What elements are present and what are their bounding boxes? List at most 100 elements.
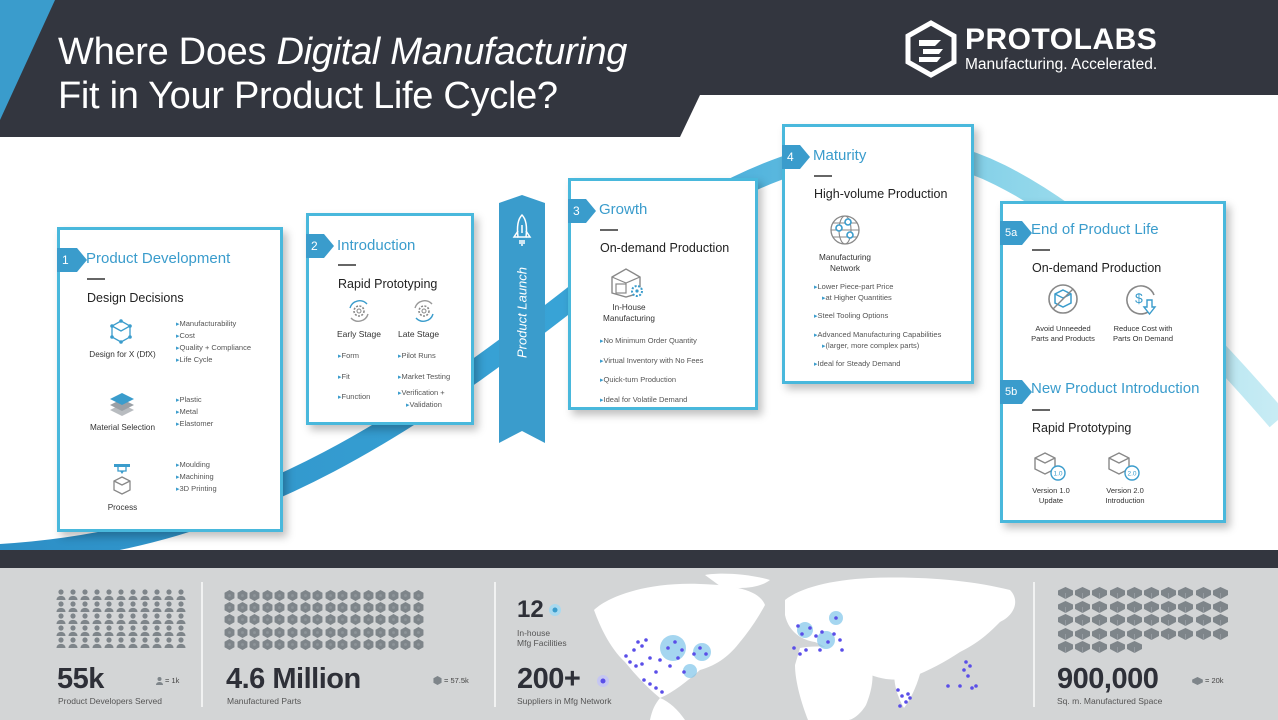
pictogram-icon (92, 587, 104, 600)
pictogram-icon (152, 599, 164, 612)
stage-title: Product Development (86, 250, 231, 267)
pictogram-icon (104, 635, 116, 648)
item-label: Update (1038, 496, 1064, 505)
bullet-list: Moulding Machining 3D Printing (176, 459, 217, 495)
pictogram-icon (80, 587, 92, 600)
pictogram-icon (249, 625, 262, 638)
stage-number-badge: 3 (568, 199, 596, 223)
pictogram-icon (388, 625, 401, 638)
supplier-marker-icon (597, 675, 609, 687)
pictogram-icon (1212, 627, 1230, 641)
cube-nodes-icon (110, 319, 132, 344)
pictogram-icon (300, 600, 313, 614)
pictogram-icon (68, 599, 80, 612)
pictogram-icon (140, 611, 152, 624)
pictogram-icon (287, 637, 300, 650)
pictogram-icon (1075, 613, 1092, 627)
divider (1032, 409, 1050, 411)
pictogram-icon (1058, 586, 1075, 600)
pictogram-icon (128, 623, 140, 636)
developers-pictogram-grid (56, 587, 188, 648)
stage-card-introduction: 2 Introduction Rapid Prototyping Early S… (306, 213, 474, 425)
pictogram-icon (1143, 613, 1161, 627)
pictogram-icon (164, 587, 176, 600)
pictogram-icon (262, 612, 275, 626)
pictogram-icon (1161, 627, 1178, 641)
icon-label: In-House (612, 303, 646, 312)
pictogram-icon (312, 625, 325, 638)
pictogram-icon (1058, 640, 1075, 654)
pictogram-icon (80, 635, 92, 648)
pictogram-icon (1195, 586, 1213, 600)
icon-label: Manufacturing (819, 253, 871, 262)
pictogram-icon (287, 612, 300, 626)
pictogram-icon (1058, 600, 1075, 614)
developers-value: 55k (57, 663, 104, 695)
pictogram-icon (104, 599, 116, 612)
pictogram-icon (1092, 586, 1109, 600)
pictogram-icon (300, 588, 313, 601)
page-title: Where Does Digital Manufacturing Fit in … (58, 31, 628, 117)
pictogram-icon (1109, 586, 1127, 600)
pictogram-icon (375, 588, 388, 601)
pictogram-icon (1126, 586, 1144, 600)
hex-part-icon (433, 676, 442, 685)
pictogram-icon (1212, 600, 1230, 614)
pictogram-icon (1195, 613, 1213, 627)
pictogram-icon (92, 635, 104, 648)
pictogram-icon (350, 588, 363, 601)
pictogram-icon (1075, 586, 1092, 600)
stage-title: Maturity (813, 147, 867, 164)
suppliers-caption: Suppliers in Mfg Network (517, 696, 612, 706)
divider (338, 264, 356, 266)
pictogram-icon (1143, 627, 1161, 641)
parts-caption: Manufactured Parts (227, 696, 302, 706)
pictogram-icon (400, 612, 413, 626)
pictogram-icon (375, 612, 388, 626)
divider (1032, 249, 1050, 251)
pictogram-icon (1212, 613, 1230, 627)
pictogram-icon (68, 623, 80, 636)
pictogram-icon (104, 611, 116, 624)
bullet-list: Plastic Metal Elastomer (176, 394, 214, 430)
pictogram-icon (237, 600, 250, 614)
space-caption: Sq. m. Manufactured Space (1057, 696, 1163, 706)
stage-title: Growth (599, 201, 648, 218)
stage-number-badge: 2 (306, 234, 334, 258)
no-box-icon (1048, 284, 1078, 314)
bullet-list: Pilot Runs Market Testing Verification +… (398, 346, 451, 411)
pictogram-icon (140, 635, 152, 648)
pictogram-icon (80, 623, 92, 636)
pictogram-icon (300, 625, 313, 638)
pictogram-icon (274, 588, 287, 601)
item-label: Parts and Products (1031, 334, 1095, 343)
pictogram-icon (56, 623, 68, 636)
parts-pictogram-grid (224, 588, 426, 650)
pictogram-icon (176, 587, 188, 600)
bullet-list: Lower Piece-part Price at Higher Quantit… (814, 282, 942, 370)
group-label: Process (107, 503, 138, 512)
stage-title: End of Product Life (1031, 221, 1159, 238)
pictogram-icon (413, 625, 426, 638)
pictogram-icon (363, 637, 376, 650)
pictogram-icon (388, 637, 401, 650)
pictogram-icon (1075, 627, 1092, 641)
pictogram-icon (68, 635, 80, 648)
pictogram-icon (1178, 600, 1195, 614)
pictogram-icon (312, 600, 325, 614)
pictogram-icon (1178, 586, 1195, 600)
pictogram-icon (388, 588, 401, 601)
pictogram-icon (400, 588, 413, 601)
pictogram-icon (1058, 627, 1075, 641)
pictogram-icon (176, 635, 188, 648)
pictogram-icon (1092, 640, 1109, 654)
pictogram-icon (312, 588, 325, 601)
pictogram-icon (116, 599, 128, 612)
pictogram-icon (249, 637, 262, 650)
pictogram-icon (1109, 627, 1127, 641)
pictogram-icon (116, 623, 128, 636)
space-pictogram-grid (1058, 586, 1230, 654)
item-label: Version 1.0 (1032, 486, 1070, 495)
pictogram-icon (128, 611, 140, 624)
pictogram-icon (80, 599, 92, 612)
